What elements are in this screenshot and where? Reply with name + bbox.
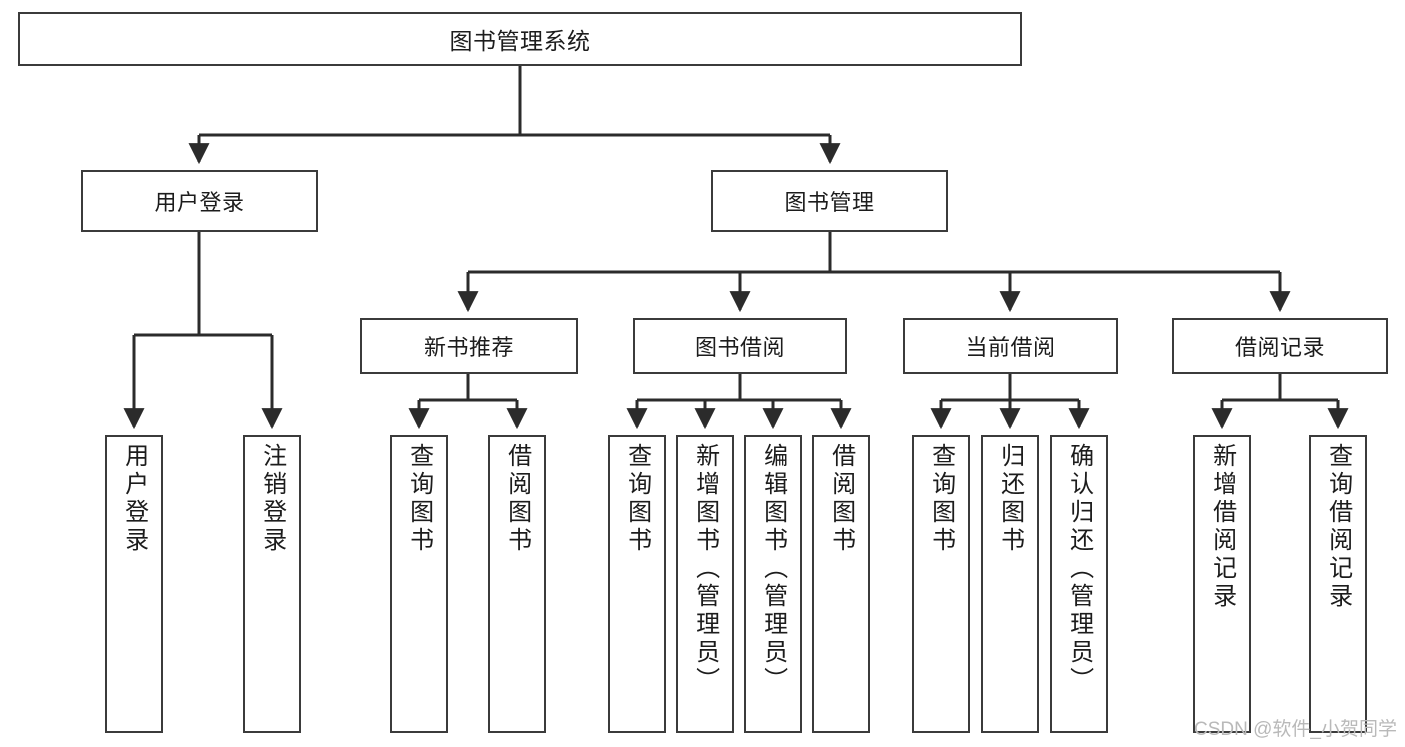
node-new-book-recommend-label: 新书推荐	[423, 335, 514, 360]
node-borrow-record-label: 借阅记录	[1234, 335, 1325, 360]
node-leaf-book-borrow-3[interactable]: 编辑图书（管理员）	[744, 435, 802, 733]
node-leaf-user-login-1[interactable]: 用户登录	[105, 435, 163, 733]
node-leaf-label: 新增借阅记录	[1208, 443, 1236, 611]
node-leaf-label: 编辑图书（管理员）	[759, 443, 787, 695]
node-leaf-label: 查询图书	[405, 443, 433, 555]
node-book-borrow[interactable]: 图书借阅	[633, 318, 847, 374]
node-book-management[interactable]: 图书管理	[711, 170, 948, 232]
node-leaf-label: 查询图书	[623, 443, 651, 555]
node-leaf-label: 注销登录	[258, 443, 286, 555]
node-leaf-new-book-2[interactable]: 借阅图书	[488, 435, 546, 733]
node-leaf-label: 新增图书（管理员）	[691, 443, 719, 695]
node-borrow-record[interactable]: 借阅记录	[1172, 318, 1388, 374]
node-leaf-user-login-2[interactable]: 注销登录	[243, 435, 301, 733]
node-leaf-current-borrow-3[interactable]: 确认归还（管理员）	[1050, 435, 1108, 733]
node-leaf-label: 查询图书	[927, 443, 955, 555]
node-new-book-recommend[interactable]: 新书推荐	[360, 318, 578, 374]
node-leaf-borrow-record-2[interactable]: 查询借阅记录	[1309, 435, 1367, 733]
node-leaf-label: 归还图书	[996, 443, 1024, 555]
node-leaf-label: 借阅图书	[503, 443, 531, 555]
node-user-login-label: 用户登录	[154, 190, 245, 215]
node-root-label: 图书管理系统	[449, 28, 591, 54]
node-root-system[interactable]: 图书管理系统	[18, 12, 1022, 66]
node-leaf-label: 查询借阅记录	[1324, 443, 1352, 611]
node-leaf-current-borrow-1[interactable]: 查询图书	[912, 435, 970, 733]
node-leaf-current-borrow-2[interactable]: 归还图书	[981, 435, 1039, 733]
node-current-borrow-label: 当前借阅	[965, 335, 1056, 360]
node-leaf-label: 确认归还（管理员）	[1065, 443, 1093, 695]
node-leaf-book-borrow-4[interactable]: 借阅图书	[812, 435, 870, 733]
node-book-borrow-label: 图书借阅	[694, 335, 785, 360]
node-leaf-borrow-record-1[interactable]: 新增借阅记录	[1193, 435, 1251, 733]
node-leaf-label: 用户登录	[120, 443, 148, 555]
node-leaf-book-borrow-1[interactable]: 查询图书	[608, 435, 666, 733]
node-book-management-label: 图书管理	[784, 190, 875, 215]
node-leaf-new-book-1[interactable]: 查询图书	[390, 435, 448, 733]
node-current-borrow[interactable]: 当前借阅	[903, 318, 1118, 374]
node-user-login[interactable]: 用户登录	[81, 170, 318, 232]
node-leaf-book-borrow-2[interactable]: 新增图书（管理员）	[676, 435, 734, 733]
node-leaf-label: 借阅图书	[827, 443, 855, 555]
